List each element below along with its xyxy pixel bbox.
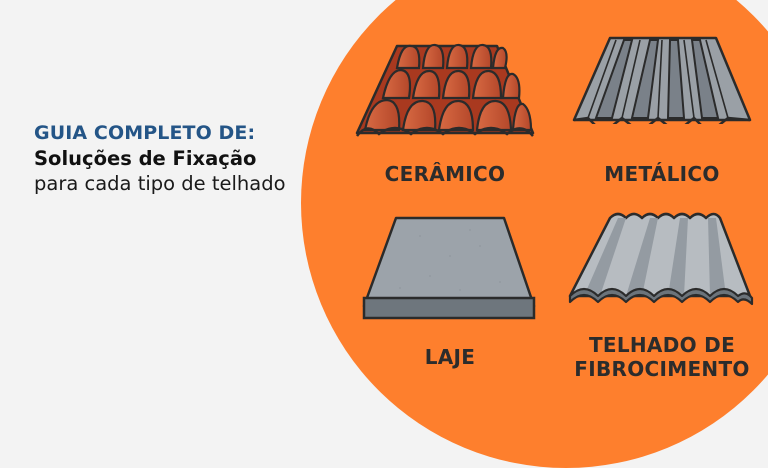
roof-type-ceramic: CERÂMICO xyxy=(355,38,535,198)
roof-type-label-line2: FIBROCIMENTO xyxy=(574,357,750,381)
concrete-slab-icon xyxy=(362,216,536,320)
roof-type-fiber-cement: TELHADO DE FIBROCIMENTO xyxy=(566,212,758,392)
roof-type-label-line1: TELHADO DE xyxy=(588,333,736,357)
ceramic-roof-tile-icon xyxy=(355,43,535,137)
fiber-cement-sheet-icon xyxy=(568,212,754,306)
roof-type-metal: METÁLICO xyxy=(566,34,758,194)
headline-title: Soluções de Fixação xyxy=(34,147,257,170)
roof-type-label: CERÂMICO xyxy=(384,162,506,186)
roof-type-label: TELHADO DE FIBROCIMENTO xyxy=(566,333,758,381)
roof-type-label: LAJE xyxy=(424,345,476,369)
headline-block: GUIA COMPLETO DE: Soluções de Fixação pa… xyxy=(34,121,304,196)
metal-roof-sheet-icon xyxy=(572,36,752,124)
headline-subtitle: para cada tipo de telhado xyxy=(34,172,286,195)
headline-kicker: GUIA COMPLETO DE: xyxy=(34,122,256,144)
roof-type-label: METÁLICO xyxy=(604,162,720,186)
roof-type-slab: LAJE xyxy=(360,216,540,376)
